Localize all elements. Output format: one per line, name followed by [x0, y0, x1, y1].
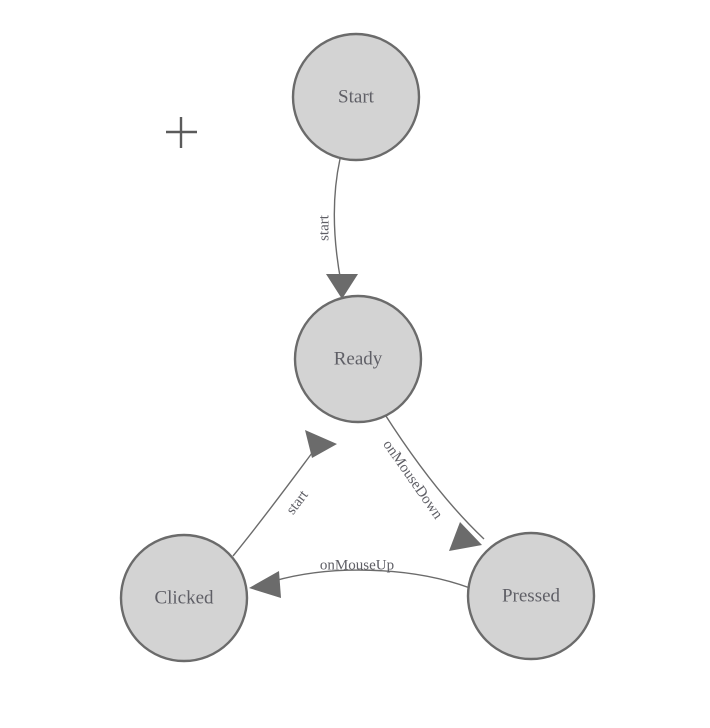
edge-start-to-ready-path: [333, 158, 342, 283]
node-start[interactable]: Start: [291, 32, 421, 162]
node-start-circle: [291, 32, 421, 162]
edge-ready-to-pressed-path: [383, 412, 485, 540]
node-pressed-label: Pressed: [502, 585, 561, 606]
node-start-label: Start: [338, 86, 375, 107]
edge-pressed-to-clicked-arrowhead: [249, 571, 281, 598]
node-ready-label: Ready: [334, 348, 383, 369]
edge-start-to-ready-label: start: [316, 214, 332, 241]
edge-clicked-to-ready[interactable]: start: [232, 430, 337, 557]
node-ready-circle: [293, 294, 423, 424]
node-ready[interactable]: Ready: [293, 294, 423, 424]
edge-pressed-to-clicked-path: [273, 569, 471, 589]
plus-marker-icon[interactable]: [166, 117, 197, 148]
edge-ready-to-pressed-label: onMouseDown: [379, 437, 445, 522]
node-pressed[interactable]: Pressed: [466, 531, 596, 661]
edge-ready-to-pressed[interactable]: onMouseDown: [379, 412, 485, 551]
edge-ready-to-pressed-arrowhead: [449, 522, 482, 551]
edge-clicked-to-ready-label: start: [283, 487, 312, 518]
edge-pressed-to-clicked[interactable]: onMouseUp: [249, 557, 471, 598]
edge-start-to-ready-arrowhead: [326, 274, 358, 299]
node-clicked-label: Clicked: [154, 587, 214, 608]
edge-clicked-to-ready-path: [232, 444, 319, 557]
edge-start-to-ready[interactable]: start: [316, 158, 358, 299]
edge-pressed-to-clicked-label: onMouseUp: [320, 557, 394, 573]
edge-clicked-to-ready-arrowhead: [305, 430, 337, 458]
node-clicked[interactable]: Clicked: [119, 533, 249, 663]
node-clicked-circle: [119, 533, 249, 663]
node-pressed-circle: [466, 531, 596, 661]
